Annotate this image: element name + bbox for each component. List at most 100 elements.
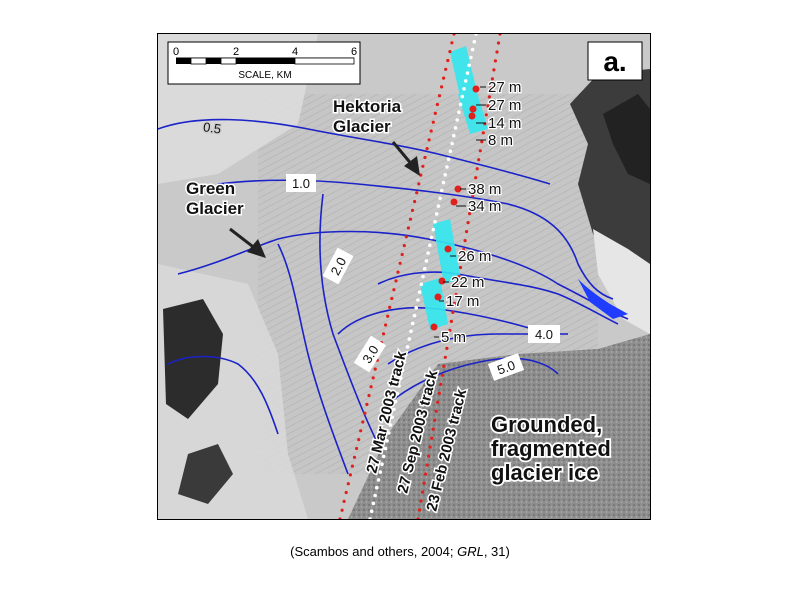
- track-dot: [365, 402, 369, 406]
- grounded-label-line3: glacier ice: [491, 460, 599, 485]
- track-dot: [446, 58, 450, 63]
- track-dot: [400, 368, 405, 373]
- track-dot: [463, 79, 468, 83]
- track-dot: [431, 227, 436, 232]
- track-dot: [452, 133, 456, 138]
- scale-tick-0: 0: [173, 46, 179, 58]
- track-dot: [428, 445, 432, 449]
- track-dot: [469, 203, 473, 207]
- elevation-label: 8 m: [488, 132, 513, 149]
- scale-bar-segment: [190, 57, 207, 65]
- contour-label-0-5: 0.5: [202, 119, 222, 136]
- track-dot: [410, 321, 415, 326]
- track-dot: [369, 509, 374, 513]
- track-dot: [472, 185, 476, 189]
- track-dot: [393, 399, 398, 404]
- hektoria-label-line1: Hektoria: [333, 97, 402, 116]
- track-dot: [487, 95, 491, 99]
- track-dot: [434, 212, 439, 216]
- track-dot: [419, 282, 424, 287]
- snow-slope-right: [593, 229, 650, 334]
- track-dot: [455, 283, 460, 288]
- track-dot: [430, 436, 434, 440]
- track-dot: [424, 472, 428, 476]
- track-dot: [413, 199, 417, 204]
- scale-bar-segment: [220, 57, 237, 65]
- track-dot: [390, 415, 394, 420]
- contour-label-4-0-box: 4.0: [528, 325, 560, 343]
- measurement-point: [469, 105, 477, 113]
- track-dot: [396, 270, 400, 274]
- track-dot: [355, 446, 359, 451]
- track-dot: [450, 141, 454, 146]
- track-dot: [398, 261, 402, 265]
- track-dot: [448, 50, 452, 54]
- cyan-band-4: [420, 278, 448, 330]
- track-dot: [458, 102, 463, 107]
- track-dot: [448, 328, 452, 332]
- track-dot: [375, 485, 379, 490]
- track-dot: [348, 473, 352, 477]
- grounded-label-line2: fragmented: [491, 436, 611, 461]
- caption-journal: GRL: [457, 544, 484, 559]
- track-dot: [440, 373, 444, 377]
- track-dot: [422, 266, 427, 271]
- panel-label-text: a.: [603, 46, 626, 77]
- track-dot: [367, 393, 371, 398]
- track-dot: [373, 367, 377, 371]
- track-dot: [450, 41, 454, 45]
- track-dot: [481, 131, 485, 135]
- track-dot: [470, 47, 475, 52]
- measurement-point: [434, 293, 442, 301]
- track-dot: [400, 252, 404, 257]
- track-dot: [395, 392, 400, 396]
- track-dot: [448, 149, 453, 154]
- contour-label-3-0-box: 3.0: [353, 335, 387, 373]
- track-dot: [434, 409, 438, 413]
- scale-label: SCALE, KM: [238, 70, 291, 81]
- contour-line-left: [167, 355, 279, 435]
- track-dot: [385, 439, 389, 443]
- track-dot: [384, 323, 388, 327]
- track-dot: [439, 382, 443, 386]
- track-dot: [498, 34, 502, 36]
- measurement-point: [430, 323, 438, 331]
- track-dot: [406, 226, 410, 230]
- measurement-point: [450, 198, 458, 206]
- track-dot: [426, 251, 430, 255]
- track-dot: [340, 508, 344, 512]
- grounded-ice-label: Grounded, fragmented glacier ice: [489, 410, 612, 487]
- track-dot: [346, 482, 350, 486]
- track-dot: [443, 355, 447, 359]
- track-dot: [463, 239, 467, 243]
- track-dot: [427, 454, 431, 458]
- track-dot: [429, 235, 434, 240]
- measurement-points: [430, 85, 480, 331]
- track-dot: [412, 313, 417, 318]
- track-dot: [460, 256, 464, 261]
- track-dot: [383, 446, 388, 451]
- track-dot: [376, 478, 381, 482]
- contour-line-green: [277, 243, 349, 475]
- track-dot: [451, 310, 455, 314]
- grounded-ice-area: [348, 334, 650, 519]
- track-dot: [405, 345, 410, 349]
- track-dot: [460, 94, 465, 99]
- track-dot: [417, 182, 421, 186]
- track-dot: [421, 164, 425, 168]
- track-dot: [489, 86, 493, 90]
- track-dot: [417, 290, 422, 294]
- track-dot: [486, 104, 490, 108]
- track-dot: [429, 129, 433, 133]
- track-dot: [386, 314, 390, 318]
- glacier-map: 0 2 4 6 SCALE, KM a. Hektoria Glacier Gr…: [157, 33, 651, 520]
- rock-shadow-right: [603, 94, 650, 184]
- track-dot: [477, 158, 481, 162]
- track-dot: [449, 319, 453, 323]
- track-dotted-line-mar: [338, 34, 456, 519]
- track-dot: [371, 376, 375, 380]
- contour-label-4-0: 4.0: [535, 327, 553, 342]
- track-dot: [417, 508, 422, 512]
- track-dot: [466, 221, 470, 225]
- track-dot: [399, 376, 403, 381]
